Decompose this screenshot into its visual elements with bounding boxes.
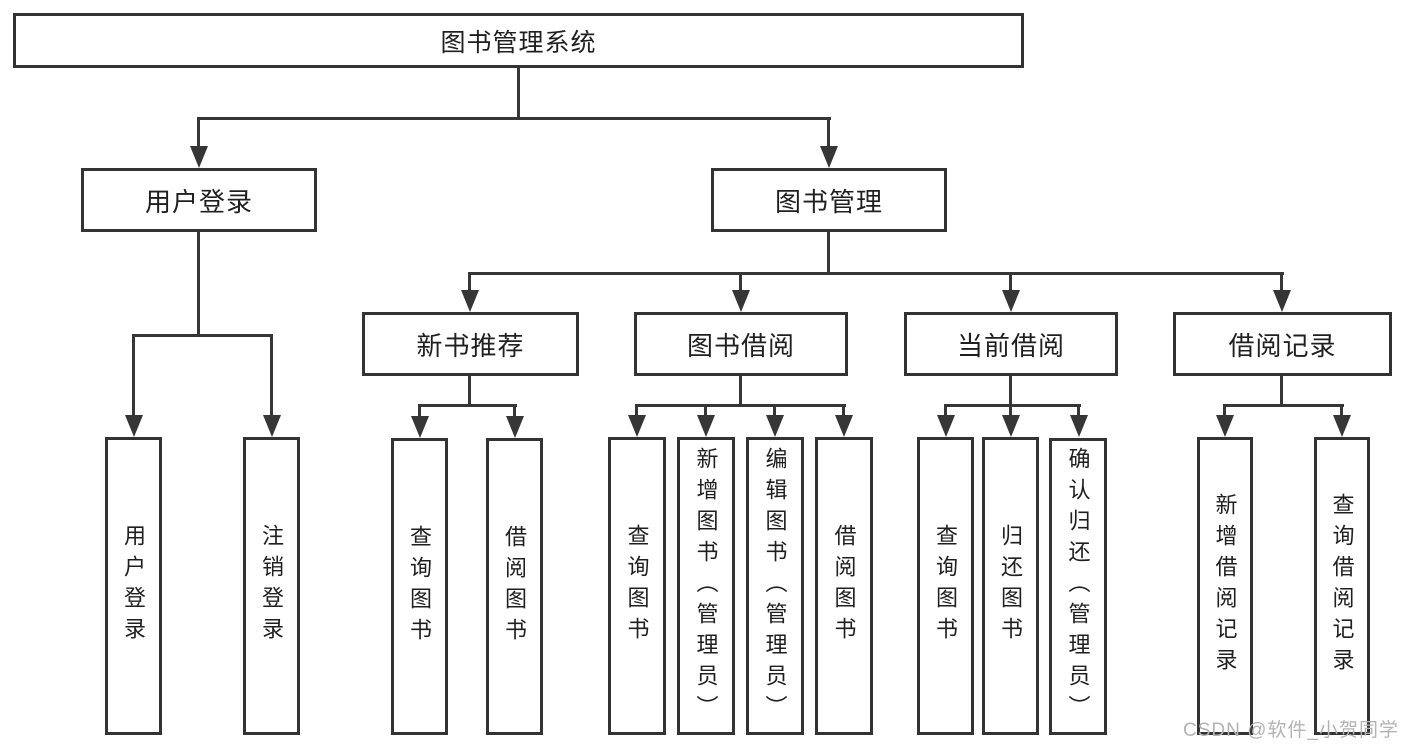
edge-to-leaf (1009, 404, 1012, 415)
edge-to-leaf (1077, 404, 1080, 415)
leaf-logout: 注销登录 (243, 437, 300, 735)
edge-to-node (739, 272, 742, 290)
leaf-borrow-books: 借阅图书 (815, 437, 873, 735)
leaf-label: 新增借阅记录 (1212, 493, 1238, 679)
leaf-add-borrow-record: 新增借阅记录 (1197, 437, 1253, 735)
node-borrow-records: 借阅记录 (1173, 312, 1392, 376)
edge-arrowhead (1273, 290, 1291, 312)
edge-arrowhead (628, 415, 646, 437)
leaf-label: 查询图书 (407, 524, 433, 649)
node-book-management: 图书管理 (711, 168, 947, 232)
edge-stub (1280, 376, 1283, 406)
edge-to-leaf (635, 404, 638, 415)
edge-to-leaf (944, 404, 947, 415)
leaf-label: 注销登录 (259, 524, 285, 648)
edge-arrowhead (732, 290, 750, 312)
leaf-query-books: 查询图书 (917, 437, 974, 735)
leaf-borrow-books: 借阅图书 (486, 438, 543, 735)
leaf-label: 查询图书 (624, 524, 650, 648)
node-new-book-recommend: 新书推荐 (362, 312, 579, 376)
edge-root-split (197, 117, 831, 120)
edge-stub (1009, 376, 1012, 406)
leaf-label: 查询借阅记录 (1329, 493, 1355, 679)
edge-arrowhead (125, 415, 143, 437)
edge-arrowhead (411, 416, 429, 438)
leaf-query-books: 查询图书 (391, 438, 448, 735)
edge-arrowhead (461, 290, 479, 312)
edge-to-leaf (773, 404, 776, 415)
edge-arrowhead (1216, 415, 1234, 437)
edge-arrowhead (506, 416, 524, 438)
edge-to-leaf (513, 404, 516, 416)
edge-arrowhead (1070, 415, 1088, 437)
edge-split (635, 404, 846, 407)
leaf-label: 用户登录 (121, 524, 147, 648)
edge-split (418, 404, 517, 407)
edge-split (944, 404, 1081, 407)
watermark-text: CSDN @软件_小贺同学 (1183, 720, 1399, 741)
leaf-label: 编辑图书（管理员） (762, 446, 788, 726)
edge-arrowhead (820, 146, 838, 168)
leaf-label: 查询图书 (933, 524, 959, 648)
edge-book-management-split (468, 272, 1284, 275)
leaf-label: 确认归还（管理员） (1065, 447, 1091, 726)
edge-to-leaf (704, 404, 707, 415)
edge-arrowhead (1002, 415, 1020, 437)
leaf-label: 归还图书 (998, 524, 1024, 648)
node-book-borrow: 图书借阅 (634, 312, 848, 376)
edge-arrowhead (697, 415, 715, 437)
edge-to-book-management (827, 117, 830, 146)
edge-to-leaf (842, 404, 845, 415)
edge-to-leaf (1340, 404, 1343, 415)
leaf-user-login: 用户登录 (105, 437, 162, 735)
edge-stub (468, 376, 471, 406)
edge-user-login-stub (197, 232, 200, 336)
edge-to-node (468, 272, 471, 290)
leaf-return-books: 归还图书 (982, 437, 1039, 735)
edge-split (1223, 404, 1344, 407)
edge-to-node (1280, 272, 1283, 290)
edge-to-leaf (1223, 404, 1226, 415)
node-current-borrow: 当前借阅 (904, 312, 1118, 376)
edge-arrowhead (766, 415, 784, 437)
node-library-management-system: 图书管理系统 (13, 13, 1024, 68)
leaf-query-books: 查询图书 (608, 437, 666, 735)
edge-arrowhead (263, 415, 281, 437)
edge-to-leaf (270, 334, 273, 415)
edge-arrowhead (1002, 290, 1020, 312)
leaf-edit-books-admin: 编辑图书（管理员） (746, 437, 804, 735)
edge-arrowhead (190, 146, 208, 168)
edge-to-leaf (418, 404, 421, 416)
leaf-add-books-admin: 新增图书（管理员） (677, 437, 735, 735)
edge-to-user-login (197, 117, 200, 146)
edge-to-leaf (132, 334, 135, 415)
node-user-login: 用户登录 (81, 168, 317, 232)
leaf-label: 新增图书（管理员） (693, 446, 719, 726)
edge-arrowhead (835, 415, 853, 437)
edge-arrowhead (937, 415, 955, 437)
edge-arrowhead (1333, 415, 1351, 437)
edge-user-login-split (132, 334, 273, 337)
leaf-query-borrow-record: 查询借阅记录 (1314, 437, 1370, 735)
leaf-confirm-return-admin: 确认归还（管理员） (1049, 438, 1107, 735)
edge-root-stub (517, 68, 520, 118)
edge-to-node (1009, 272, 1012, 290)
edge-stub (739, 376, 742, 406)
edge-book-management-stub (827, 232, 830, 274)
leaf-label: 借阅图书 (831, 524, 857, 648)
leaf-label: 借阅图书 (502, 524, 528, 649)
